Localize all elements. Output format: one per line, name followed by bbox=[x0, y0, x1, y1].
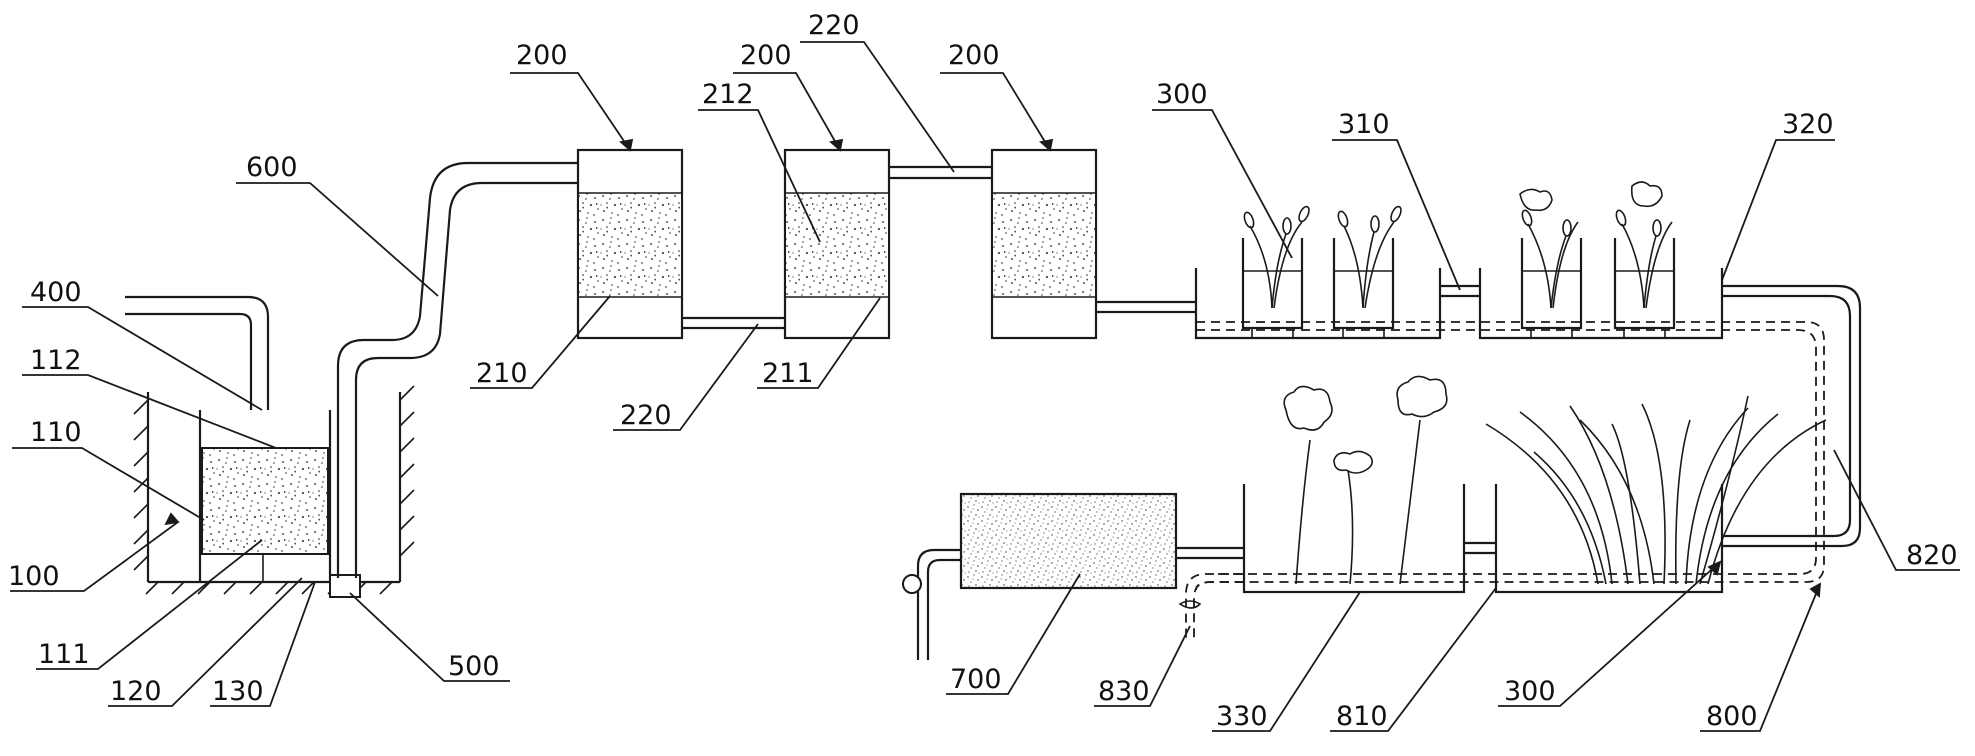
lotus-plants bbox=[1283, 375, 1448, 585]
dashed-drain-pipe-830 bbox=[1178, 573, 1244, 640]
outlet-pipe-to-troughs bbox=[1096, 300, 1196, 314]
label-200-b: 200 bbox=[740, 40, 792, 71]
label-130: 130 bbox=[212, 676, 264, 707]
filter-column-200-a bbox=[576, 148, 684, 340]
trough-connector-pipe bbox=[1440, 284, 1480, 298]
label-600: 600 bbox=[246, 152, 298, 183]
filter-column-200-b bbox=[783, 148, 891, 340]
connecting-pipe-220-upper bbox=[889, 165, 992, 180]
dashed-drain-pipe-800 bbox=[1195, 321, 1825, 591]
wetland-connector-810 bbox=[1464, 541, 1496, 555]
label-111: 111 bbox=[38, 639, 90, 670]
reference-labels: 100 110 112 400 111 120 130 500 600 200 … bbox=[8, 10, 1958, 732]
label-500: 500 bbox=[448, 651, 500, 682]
label-700: 700 bbox=[950, 664, 1002, 695]
aquatic-plant-pots bbox=[1243, 181, 1673, 309]
label-211: 211 bbox=[762, 358, 814, 389]
wetland-trough-330 bbox=[1242, 484, 1466, 594]
label-220-lower: 220 bbox=[620, 400, 672, 431]
label-300-top: 300 bbox=[1156, 79, 1208, 110]
wetland-trough-300-lower bbox=[1494, 484, 1724, 594]
filter-700-inlet-pipe bbox=[1176, 546, 1244, 560]
filter-column-200-c bbox=[990, 148, 1098, 340]
riser-pipe-600 bbox=[336, 161, 578, 578]
label-330: 330 bbox=[1216, 701, 1268, 732]
planting-trough-310-b bbox=[1478, 238, 1724, 340]
leader-lines bbox=[10, 41, 1960, 732]
planting-trough-310-a bbox=[1194, 238, 1442, 340]
label-300-bottom: 300 bbox=[1504, 676, 1556, 707]
label-110: 110 bbox=[30, 417, 82, 448]
label-112: 112 bbox=[30, 345, 82, 376]
outlet-pipe-with-valve bbox=[902, 548, 961, 660]
return-pipe-820 bbox=[1722, 284, 1862, 548]
label-100: 100 bbox=[8, 561, 60, 592]
label-210: 210 bbox=[476, 358, 528, 389]
label-120: 120 bbox=[110, 676, 162, 707]
label-800: 800 bbox=[1706, 701, 1758, 732]
label-820: 820 bbox=[1906, 540, 1958, 571]
label-400: 400 bbox=[30, 277, 82, 308]
inlet-pipe-400 bbox=[125, 295, 270, 410]
label-810: 810 bbox=[1336, 701, 1388, 732]
label-200-a: 200 bbox=[516, 40, 568, 71]
final-filter-700 bbox=[959, 492, 1178, 590]
label-220-upper: 220 bbox=[808, 10, 860, 41]
label-310: 310 bbox=[1338, 109, 1390, 140]
label-830: 830 bbox=[1098, 676, 1150, 707]
filter-basket-110 bbox=[198, 410, 332, 582]
connecting-pipe-220-lower bbox=[682, 316, 785, 330]
label-200-c: 200 bbox=[948, 40, 1000, 71]
label-212: 212 bbox=[702, 79, 754, 110]
pump-500 bbox=[329, 574, 361, 598]
reed-grass-plants bbox=[1485, 395, 1827, 585]
label-320: 320 bbox=[1782, 109, 1834, 140]
